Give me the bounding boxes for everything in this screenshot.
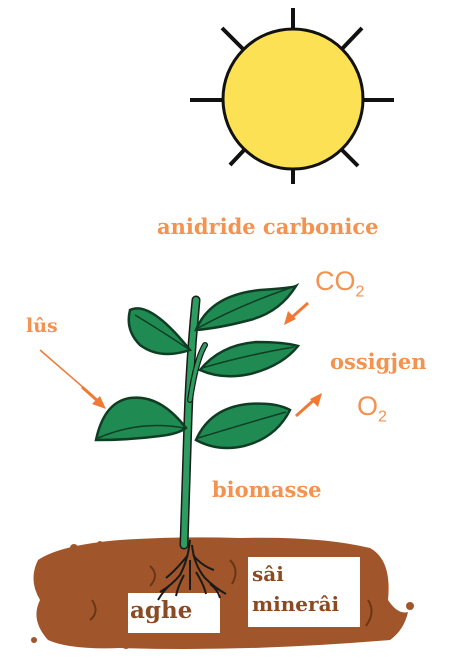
o2-subscript: 2 (378, 408, 387, 425)
o2-formula: O2 (357, 393, 387, 425)
oxygen-label: ossigjen (330, 351, 427, 372)
plant-stem (184, 300, 205, 545)
co2-main: CO (315, 266, 356, 296)
co2-formula: CO2 (315, 268, 364, 300)
light-arrow-icon (82, 387, 106, 409)
carbon-dioxide-label: anidride carbonice (157, 216, 378, 237)
co2-subscript: 2 (356, 283, 365, 300)
water-label: aghe (130, 598, 192, 623)
salts-label-line2: minerâi (252, 593, 339, 615)
light-label: lûs (26, 317, 58, 336)
o2-arrow-icon (296, 393, 322, 416)
sun-icon (190, 8, 394, 184)
biomass-label: biomasse (212, 479, 322, 500)
co2-arrow-icon (284, 303, 308, 325)
o2-main: O (357, 391, 378, 421)
salts-label-line1: sâi (252, 563, 284, 585)
